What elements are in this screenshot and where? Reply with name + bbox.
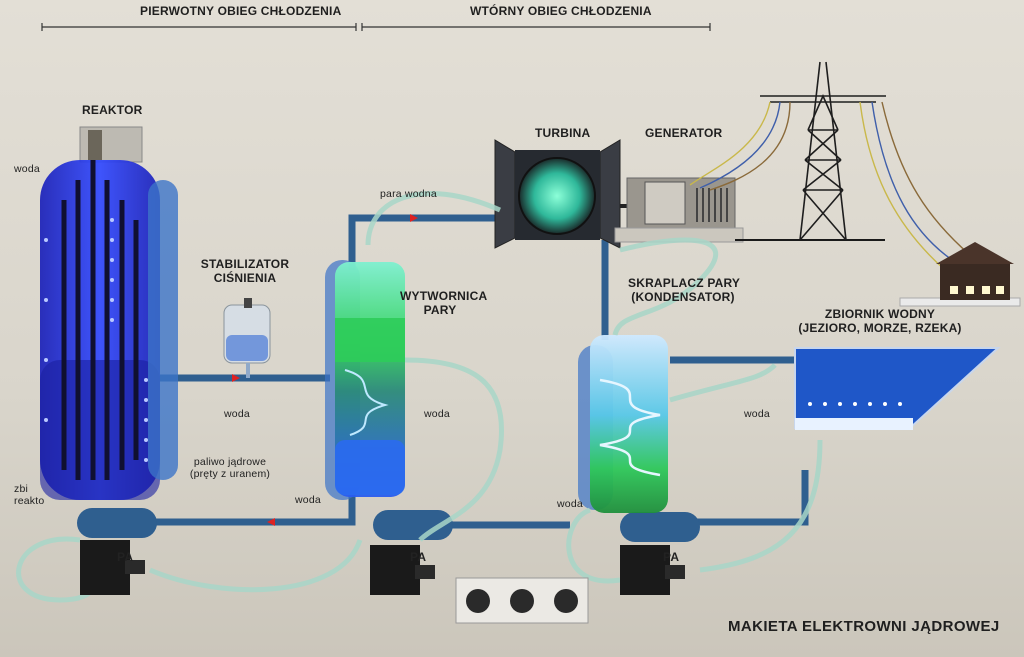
- condenser: [578, 335, 668, 513]
- clear-tubes: [16, 191, 823, 603]
- condenser-label: SKRAPLACZ PARY (KONDENSATOR): [628, 276, 741, 305]
- steam-generator: [325, 260, 405, 500]
- reactor-tank-label-line1: zbi: [14, 483, 29, 495]
- reservoir-label: ZBIORNIK WODNY (JEZIORO, MORZE, RZEKA): [790, 307, 970, 336]
- water-label-reservoir: woda: [744, 408, 770, 420]
- section-label-secondary: WTÓRNY OBIEG CHŁODZENIA: [470, 4, 652, 18]
- pressure-stabilizer: [223, 298, 271, 378]
- turbine: [494, 139, 640, 249]
- steam-generator-label-line1: WYTWORNICA: [400, 289, 488, 303]
- pump-motor-3: [620, 545, 685, 595]
- reservoir-label-line1: ZBIORNIK WODNY: [824, 307, 936, 321]
- water-label-reactor: woda: [14, 163, 40, 175]
- pump-label-3: PA: [663, 550, 680, 564]
- reservoir-label-line2: (JEZIORO, MORZE, RZEKA): [798, 320, 962, 335]
- pump-body-3: [620, 512, 700, 542]
- fuel-label-line2: (pręty z uranem): [189, 468, 271, 481]
- power-lines: [689, 101, 971, 271]
- water-label-steam-gen: woda: [424, 408, 450, 420]
- reactor-tank-label: zbi reakto: [14, 483, 44, 507]
- model-title: MAKIETA ELEKTROWNI JĄDROWEJ: [728, 618, 1000, 635]
- fuel-label: paliwo jądrowe (pręty z uranem): [180, 456, 280, 480]
- control-panel: [455, 577, 589, 624]
- fuel-label-line1: paliwo jądrowe: [193, 456, 267, 468]
- house: [899, 242, 1021, 307]
- water-label-primary-return: woda: [295, 494, 321, 506]
- reactor-label: REAKTOR: [82, 103, 143, 117]
- steam-pipe-label: para wodna: [380, 188, 437, 200]
- section-label-primary: PIERWOTNY OBIEG CHŁODZENIA: [140, 4, 342, 18]
- pump-label-2: PA: [410, 550, 427, 564]
- stabilizer-label: STABILIZATOR CIŚNIENIA: [200, 257, 290, 286]
- water-reservoir: [794, 347, 1001, 430]
- section-bracket-primary: [41, 23, 357, 31]
- pump-body-1: [77, 508, 157, 538]
- steam-generator-label: WYTWORNICA PARY: [400, 289, 488, 318]
- water-label-primary-hot: woda: [224, 408, 250, 420]
- primary-loop-pipes: [110, 374, 356, 526]
- cooling-loop-pipes: [650, 356, 809, 526]
- stabilizer-label-line1: STABILIZATOR: [200, 257, 290, 271]
- section-bracket-secondary: [361, 23, 711, 31]
- pump-motor-1: [80, 540, 145, 595]
- reactor-tank-label-line2: reakto: [14, 495, 45, 508]
- reactor-vessel: [40, 126, 178, 500]
- pump-label-1: PA: [117, 550, 134, 564]
- stabilizer-label-line2: CIŚNIENIA: [213, 270, 277, 285]
- condenser-label-line2: (KONDENSATOR): [631, 289, 735, 304]
- pump-motor-2: [370, 545, 435, 595]
- generator: [614, 177, 744, 243]
- flow-arrows: [232, 214, 418, 526]
- generator-label: GENERATOR: [645, 126, 723, 140]
- power-tower: [760, 61, 886, 241]
- steam-generator-label-line2: PARY: [423, 302, 457, 317]
- condenser-label-line1: SKRAPLACZ PARY: [628, 276, 741, 290]
- turbine-label: TURBINA: [535, 126, 591, 140]
- water-label-secondary: woda: [557, 498, 583, 510]
